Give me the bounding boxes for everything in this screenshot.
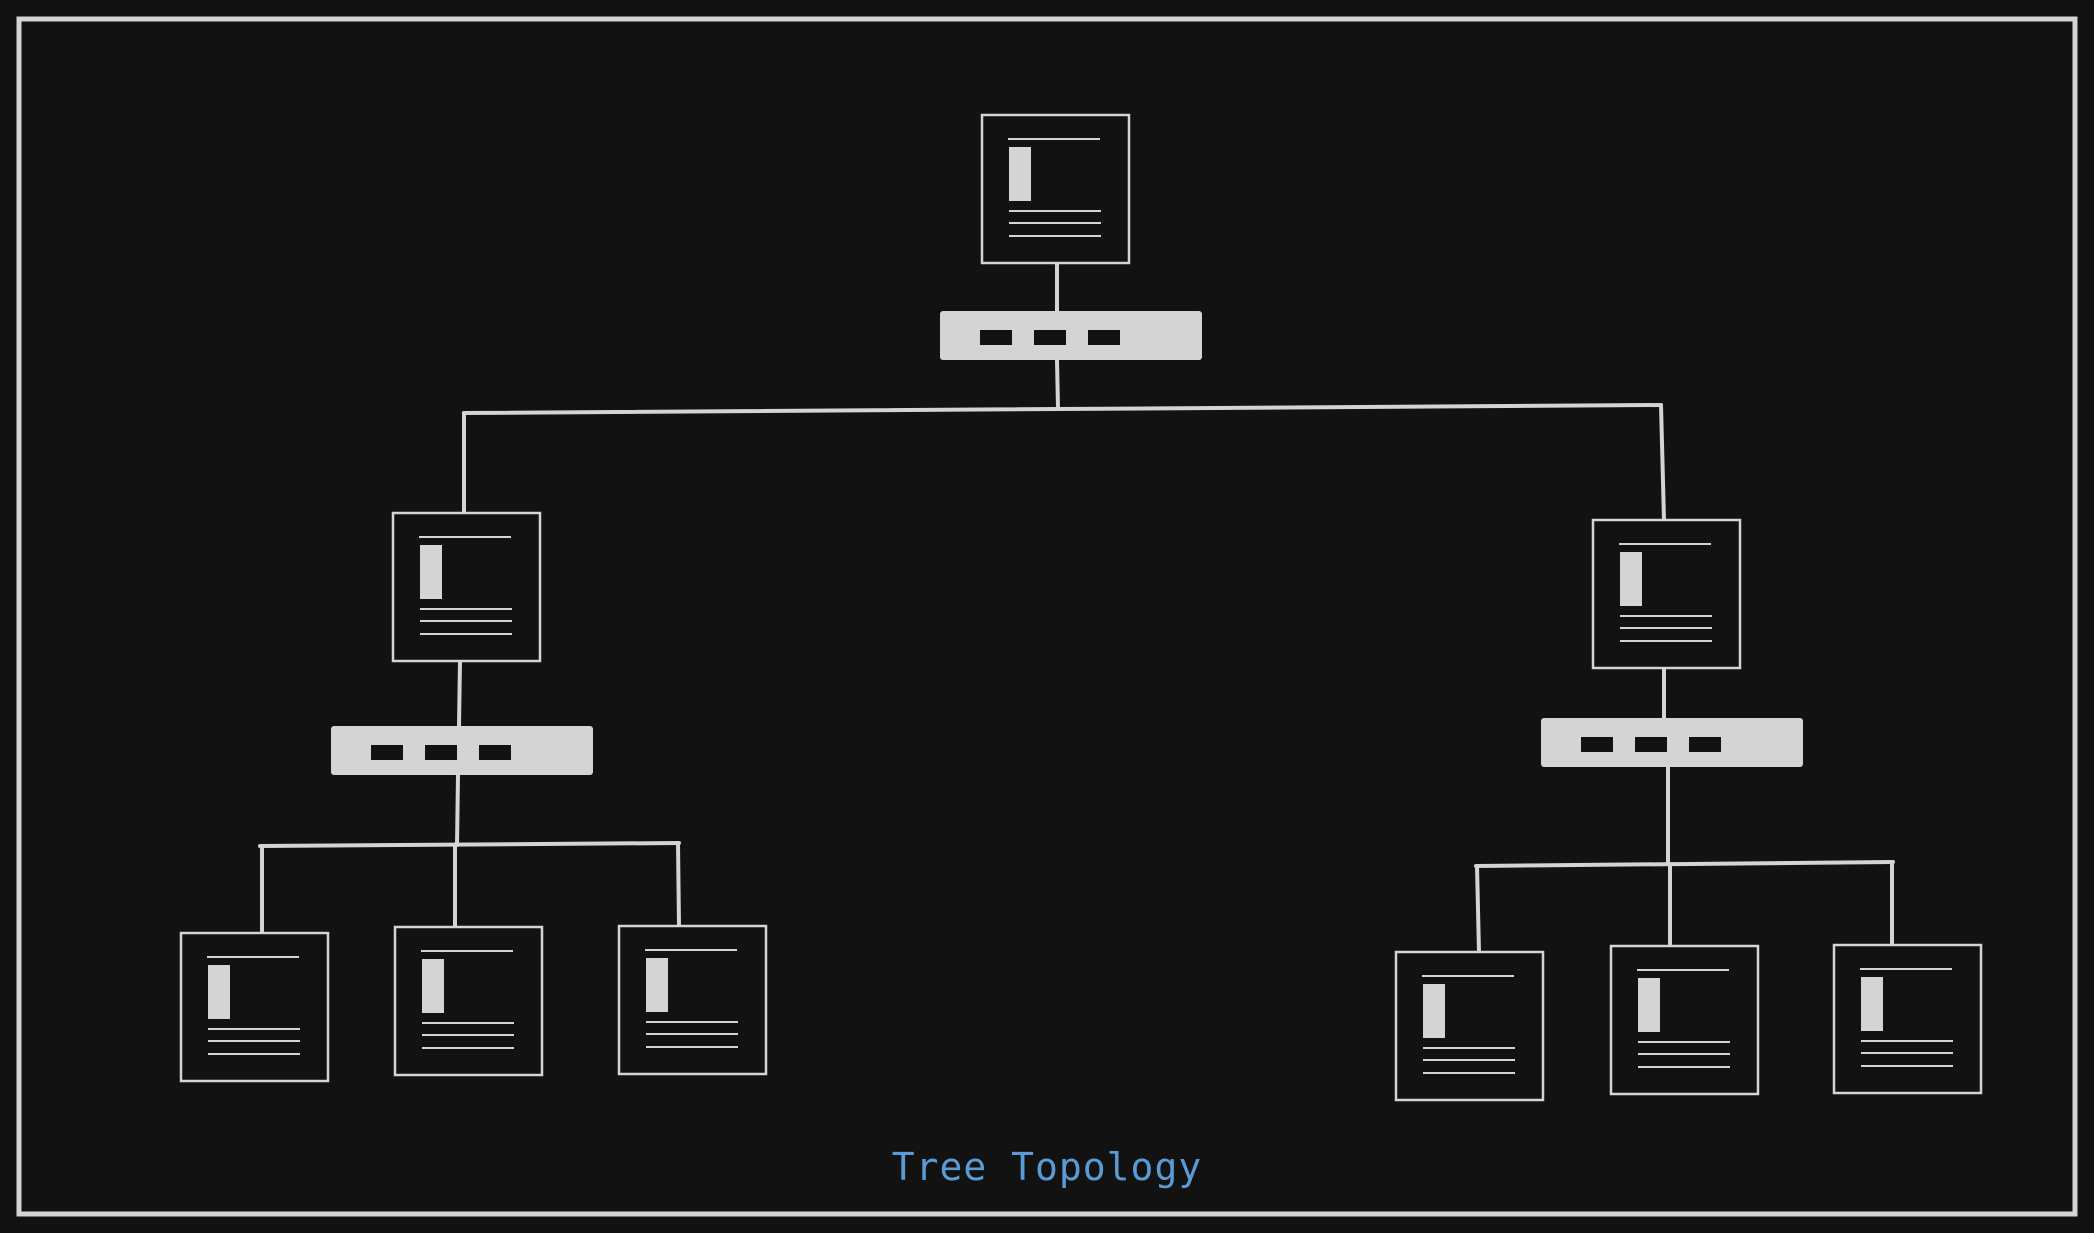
diagram-caption: Tree Topology <box>891 1145 1203 1189</box>
left-leaf-3-computer <box>617 924 768 1076</box>
screen-block <box>420 545 442 599</box>
screen-block <box>1861 977 1883 1031</box>
bus-level-1 <box>462 403 1663 415</box>
link-root-switch-bus <box>1055 358 1060 410</box>
computer-icon <box>393 925 544 1077</box>
bus-right-leaves <box>1474 860 1895 868</box>
screen-block <box>1638 978 1660 1032</box>
right-switch-switch <box>1541 718 1803 767</box>
link-left-leaf-3 <box>676 841 681 928</box>
switch-port <box>425 745 457 760</box>
left-computer-computer <box>391 511 542 663</box>
computer-icon <box>1609 944 1760 1096</box>
computer-icon <box>179 931 330 1083</box>
network-nodes <box>179 113 1983 1102</box>
root-computer-computer <box>980 113 1131 265</box>
right-leaf-2-computer <box>1609 944 1760 1096</box>
screen-block <box>1620 552 1642 606</box>
computer-icon <box>1394 950 1545 1102</box>
connection-lines <box>258 261 1895 954</box>
switch-port <box>1034 330 1066 345</box>
computer-icon <box>1591 518 1742 670</box>
switch-port <box>1581 737 1613 752</box>
link-bus-right-computer <box>1659 403 1666 522</box>
right-computer-computer <box>1591 518 1742 670</box>
link-left-computer-switch <box>457 659 462 728</box>
screen-block <box>1423 984 1445 1038</box>
switch-icon <box>1541 718 1803 767</box>
switch-port <box>980 330 1012 345</box>
right-leaf-1-computer <box>1394 950 1545 1102</box>
switch-icon <box>331 726 593 775</box>
switch-port <box>371 745 403 760</box>
switch-port <box>1689 737 1721 752</box>
computer-icon <box>617 924 768 1076</box>
root-switch-switch <box>940 311 1202 360</box>
right-leaf-3-computer <box>1832 943 1983 1095</box>
left-leaf-1-computer <box>179 931 330 1083</box>
switch-port <box>479 745 511 760</box>
link-left-switch-bus <box>455 773 460 847</box>
switch-icon <box>940 311 1202 360</box>
screen-block <box>1009 147 1031 201</box>
switch-port <box>1088 330 1120 345</box>
link-right-leaf-1 <box>1475 864 1481 954</box>
bus-left-leaves <box>258 841 681 848</box>
outer-border <box>16 16 2078 1217</box>
diagram-frame <box>16 16 2078 1217</box>
screen-block <box>208 965 230 1019</box>
left-leaf-2-computer <box>393 925 544 1077</box>
switch-port <box>1635 737 1667 752</box>
computer-icon <box>980 113 1131 265</box>
computer-icon <box>391 511 542 663</box>
computer-icon <box>1832 943 1983 1095</box>
screen-block <box>646 958 668 1012</box>
left-switch-switch <box>331 726 593 775</box>
screen-block <box>422 959 444 1013</box>
